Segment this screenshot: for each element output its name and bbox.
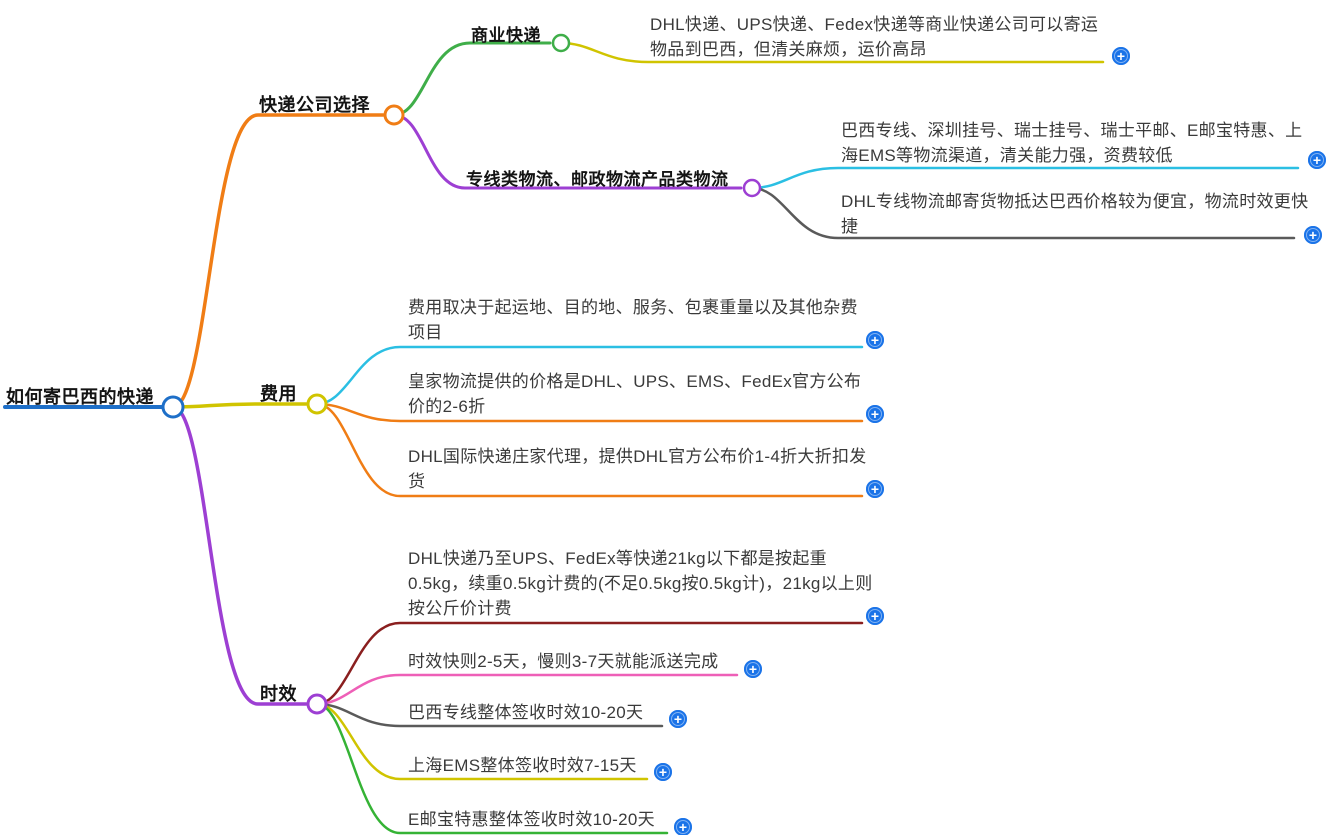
branch-line-dedicated: [392, 113, 743, 190]
leaf-time-express[interactable]: 时效快则2-5天，慢则3-7天就能派送完成: [408, 652, 719, 671]
leaf-line-time-1: [315, 621, 864, 706]
topic-commercial-express[interactable]: 商业快递: [471, 26, 541, 45]
leaf-dedicated-dhl[interactable]: DHL专线物流邮寄货物抵达巴西价格较为便宜，物流时效更快捷: [841, 192, 1309, 236]
add-icon[interactable]: +: [866, 405, 884, 423]
node-circle-commercial[interactable]: [551, 33, 571, 53]
leaf-dedicated-channels[interactable]: 巴西专线、深圳挂号、瑞士挂号、瑞士平邮、E邮宝特惠、上海EMS等物流渠道，清关能…: [841, 121, 1303, 165]
add-icon[interactable]: +: [866, 607, 884, 625]
branch-line-company: [171, 113, 385, 409]
node-circle-company[interactable]: [383, 104, 405, 126]
leaf-cost-dhl-agent[interactable]: DHL国际快递庄家代理，提供DHL官方公布价1-4折大折扣发货: [408, 447, 867, 491]
add-icon[interactable]: +: [1304, 226, 1322, 244]
add-icon[interactable]: +: [744, 660, 762, 678]
add-icon[interactable]: +: [1112, 47, 1130, 65]
leaf-time-billing[interactable]: DHL快递乃至UPS、FedEx等快递21kg以下都是按起重0.5kg，续重0.…: [408, 549, 873, 618]
topic-time[interactable]: 时效: [260, 684, 297, 704]
root-topic[interactable]: 如何寄巴西的快递: [6, 387, 154, 407]
leaf-time-eub[interactable]: E邮宝特惠整体签收时效10-20天: [408, 810, 655, 829]
leaf-line-dedicated-1: [750, 166, 1300, 190]
leaf-line-time-5: [315, 702, 669, 835]
add-icon[interactable]: +: [674, 818, 692, 835]
add-icon[interactable]: +: [654, 763, 672, 781]
leaf-commercial-detail[interactable]: DHL快递、UPS快递、Fedex快递等商业快递公司可以寄运物品到巴西，但清关麻…: [650, 15, 1099, 59]
leaf-time-brazil-line[interactable]: 巴西专线整体签收时效10-20天: [408, 703, 644, 722]
add-icon[interactable]: +: [1308, 151, 1326, 169]
add-icon[interactable]: +: [866, 480, 884, 498]
branch-line-time: [171, 405, 308, 706]
node-circle-dedicated[interactable]: [742, 178, 762, 198]
leaf-cost-factors[interactable]: 费用取决于起运地、目的地、服务、包裹重量以及其他杂费项目: [408, 298, 858, 342]
topic-dedicated-logistics[interactable]: 专线类物流、邮政物流产品类物流: [466, 170, 729, 189]
leaf-line-time-4: [315, 702, 649, 781]
leaf-line-cost-3: [315, 402, 864, 498]
leaf-cost-royal[interactable]: 皇家物流提供的价格是DHL、UPS、EMS、FedEx官方公布价的2-6折: [408, 372, 862, 416]
node-circle-cost[interactable]: [306, 393, 328, 415]
branch-line-commercial: [392, 41, 552, 117]
add-icon[interactable]: +: [669, 710, 687, 728]
add-icon[interactable]: +: [866, 331, 884, 349]
topic-cost[interactable]: 费用: [260, 384, 297, 404]
topic-company-choice[interactable]: 快递公司选择: [259, 95, 370, 115]
leaf-line-dedicated-2: [750, 186, 1296, 240]
node-circle-root[interactable]: [161, 395, 185, 419]
node-circle-time[interactable]: [306, 693, 328, 715]
leaf-line-cost-1: [315, 345, 864, 406]
leaf-line-commercial-detail: [559, 41, 1105, 64]
leaf-time-shanghai-ems[interactable]: 上海EMS整体签收时效7-15天: [408, 756, 637, 775]
